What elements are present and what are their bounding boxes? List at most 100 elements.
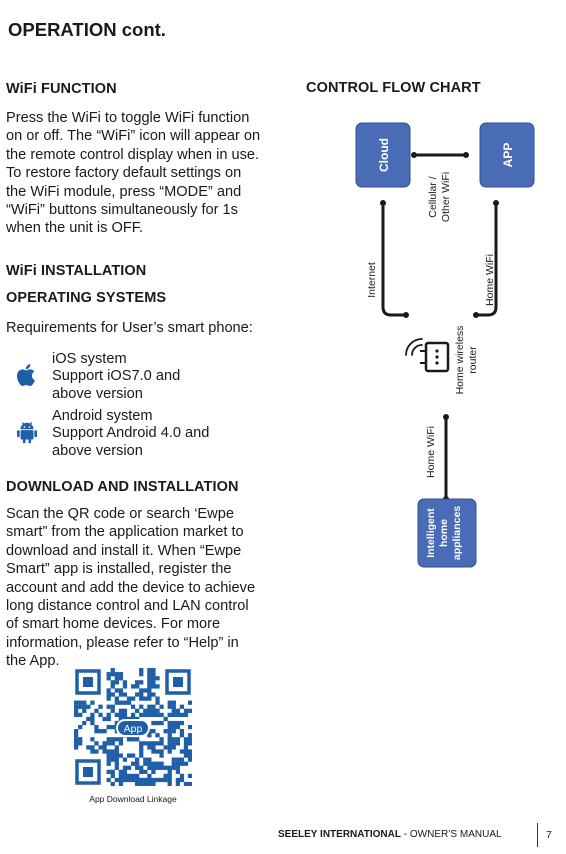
text-line: “WiFi” buttons simultaneously for 1s bbox=[6, 202, 238, 219]
qr-module bbox=[147, 704, 152, 709]
qr-module bbox=[102, 716, 107, 722]
qr-module bbox=[163, 745, 168, 750]
qr-module bbox=[151, 668, 156, 673]
qr-module bbox=[139, 692, 144, 697]
android-requirement: Android system Support Android 4.0 and a… bbox=[52, 408, 252, 460]
qr-module bbox=[143, 741, 148, 746]
qr-module bbox=[118, 688, 124, 693]
qr-module bbox=[74, 741, 79, 746]
qr-module bbox=[78, 741, 83, 746]
qr-module bbox=[118, 692, 124, 697]
qr-module bbox=[155, 708, 160, 713]
qr-module bbox=[171, 757, 176, 762]
qr-module bbox=[94, 741, 99, 746]
qr-module bbox=[187, 733, 193, 738]
download-paragraph: Scan the QR code or search ‘Ewpe smart” … bbox=[6, 505, 276, 671]
qr-module bbox=[110, 781, 115, 787]
page-number: 7 bbox=[546, 829, 552, 841]
qr-module bbox=[90, 749, 95, 754]
qr-module bbox=[110, 749, 115, 754]
qr-module bbox=[106, 692, 111, 697]
qr-module bbox=[183, 741, 189, 746]
qr-module bbox=[159, 753, 164, 758]
text-line: Scan the QR code or search ‘Ewpe bbox=[6, 506, 234, 522]
qr-module bbox=[110, 684, 115, 689]
qr-module bbox=[155, 777, 160, 783]
qr-module bbox=[114, 676, 119, 681]
qr-module bbox=[151, 781, 156, 787]
qr-module bbox=[183, 781, 189, 787]
qr-module bbox=[102, 745, 107, 750]
qr-module bbox=[114, 757, 119, 762]
qr-module bbox=[167, 769, 172, 774]
home-wifi-lower-label: Home WiFi bbox=[425, 426, 437, 478]
wifi-installation-heading: WiFi INSTALLATION bbox=[6, 263, 147, 279]
footer-company: SEELEY INTERNATIONAL bbox=[278, 829, 401, 840]
qr-module bbox=[74, 704, 79, 709]
qr-module bbox=[143, 712, 148, 718]
qr-module bbox=[102, 749, 107, 754]
qr-module bbox=[139, 749, 144, 754]
qr-module bbox=[106, 704, 111, 709]
qr-module bbox=[135, 781, 140, 787]
qr-module bbox=[118, 716, 124, 722]
qr-module bbox=[147, 757, 152, 762]
qr-finder bbox=[75, 669, 191, 785]
qr-module bbox=[126, 777, 132, 783]
qr-module bbox=[183, 761, 189, 766]
qr-code: App bbox=[74, 668, 193, 787]
appliances-label-line: Intelligent bbox=[425, 508, 437, 558]
qr-module bbox=[106, 712, 111, 718]
qr-module bbox=[114, 696, 119, 701]
qr-module bbox=[130, 777, 136, 783]
qr-module bbox=[155, 676, 160, 681]
qr-module bbox=[171, 712, 176, 718]
qr-module bbox=[122, 712, 128, 718]
qr-module bbox=[155, 696, 160, 701]
qr-module bbox=[135, 761, 140, 766]
qr-module bbox=[171, 737, 176, 742]
flow-chart-heading: CONTROL FLOW CHART bbox=[306, 80, 481, 96]
qr-module bbox=[74, 700, 79, 705]
qr-module bbox=[171, 700, 176, 705]
qr-module bbox=[122, 680, 128, 685]
qr-module bbox=[110, 757, 115, 762]
qr-module bbox=[122, 765, 128, 770]
qr-module bbox=[106, 753, 111, 758]
qr-module bbox=[187, 749, 193, 754]
qr-module bbox=[147, 692, 152, 697]
qr-module bbox=[163, 765, 168, 770]
qr-module bbox=[106, 676, 111, 681]
qr-module bbox=[147, 773, 152, 779]
qr-module bbox=[139, 668, 144, 673]
qr-module bbox=[167, 729, 172, 734]
qr-module bbox=[151, 745, 156, 750]
qr-module bbox=[90, 712, 95, 718]
qr-module bbox=[187, 700, 193, 705]
qr-module bbox=[175, 720, 180, 726]
qr-module bbox=[179, 761, 185, 766]
qr-module bbox=[130, 737, 136, 742]
qr-module bbox=[183, 749, 189, 754]
qr-module bbox=[106, 777, 111, 783]
qr-module bbox=[187, 708, 193, 713]
qr-module bbox=[187, 741, 193, 746]
qr-module bbox=[175, 765, 180, 770]
qr-module bbox=[143, 688, 148, 693]
app-node: APP bbox=[479, 122, 535, 188]
qr-module bbox=[78, 737, 83, 742]
qr-module bbox=[155, 749, 160, 754]
qr-module bbox=[135, 716, 140, 722]
footer-separator: - bbox=[400, 829, 410, 840]
text-line: on or off. The “WiFi” icon will appear o… bbox=[6, 128, 261, 145]
qr-module bbox=[114, 749, 119, 754]
qr-module bbox=[147, 765, 152, 770]
qr-module bbox=[94, 708, 99, 713]
qr-module bbox=[167, 720, 172, 726]
qr-module bbox=[147, 680, 152, 685]
qr-module bbox=[143, 781, 148, 787]
qr-module bbox=[147, 688, 152, 693]
qr-module bbox=[167, 773, 172, 779]
qr-module bbox=[167, 700, 172, 705]
qr-module bbox=[139, 753, 144, 758]
